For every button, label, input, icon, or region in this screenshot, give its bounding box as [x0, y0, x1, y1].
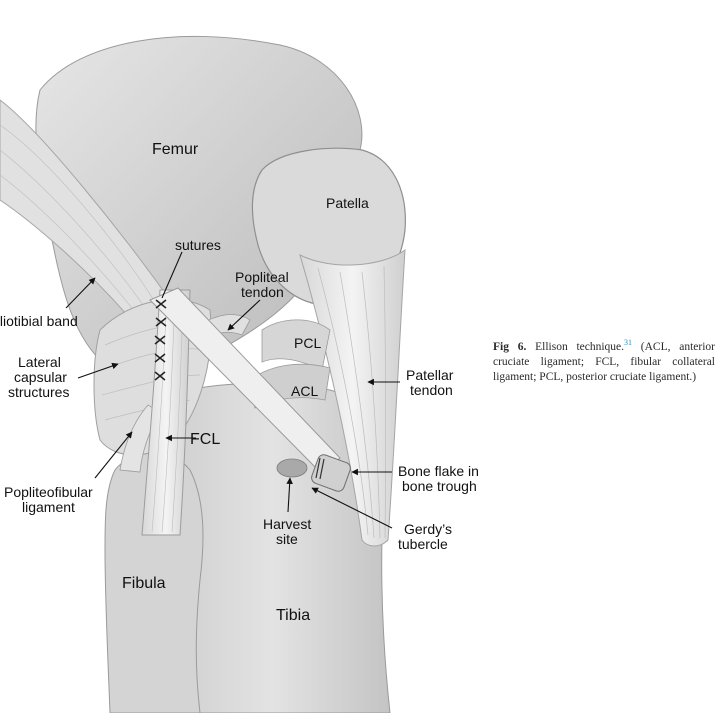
bone-flake	[311, 454, 351, 492]
acl-label: ACL	[291, 383, 318, 399]
figure-abbreviations: (ACL, anterior cruciate ligament; FCL, f…	[493, 341, 715, 383]
lateral-capsular-label-line1: Lateral	[18, 354, 61, 370]
bone-flake-staples	[315, 457, 325, 480]
iliotibial-band-label: Iliotibial band	[0, 313, 78, 329]
popliteofibular-label-line1: Popliteofibular	[4, 484, 93, 500]
sutures-label: sutures	[175, 237, 221, 253]
lateral-capsular-label-line3: structures	[8, 384, 69, 400]
harvest-site-label-line2: site	[276, 531, 298, 547]
iliotibial-band-fibers	[0, 124, 161, 326]
fibula-label: Fibula	[122, 575, 166, 592]
harvest-site	[276, 458, 308, 478]
patellar-tendon-label-line2: tendon	[410, 382, 453, 398]
bone-flake-label-line1: Bone flake in	[398, 463, 479, 479]
pcl-label: PCL	[294, 335, 321, 351]
patella-label: Patella	[326, 195, 369, 211]
fcl-label: FCL	[190, 431, 220, 448]
popliteofibular-label-line2: ligament	[22, 499, 75, 515]
lateral-capsular-label-line2: capsular	[14, 369, 67, 385]
figure-caption: Fig 6. Ellison technique.31 (ACL, anteri…	[493, 338, 715, 385]
gerdys-tubercle-label-line1: Gerdy’s	[404, 521, 452, 537]
leader-lines	[65, 251, 400, 529]
graft-strip	[149, 287, 341, 475]
patellar-tendon-fibers	[317, 265, 387, 539]
bone-flake-label-line2: bone trough	[402, 478, 477, 494]
patellar-tendon-label-line1: Patellar	[406, 367, 454, 383]
tibia-label: Tibia	[276, 607, 310, 624]
reference-link[interactable]: 31	[624, 338, 633, 348]
figure-title: Ellison technique.	[535, 341, 625, 353]
popliteal-tendon-label-line2: tendon	[241, 284, 284, 300]
sutures-marks	[154, 299, 167, 381]
figure-number: Fig 6.	[493, 341, 527, 353]
fcl-ligament	[141, 289, 191, 536]
harvest-site-label-line1: Harvest	[263, 516, 311, 532]
popliteal-tendon-label-line1: Popliteal	[235, 269, 289, 285]
femur-label: Femur	[152, 141, 199, 158]
gerdys-tubercle-label-line2: tubercle	[398, 536, 448, 552]
